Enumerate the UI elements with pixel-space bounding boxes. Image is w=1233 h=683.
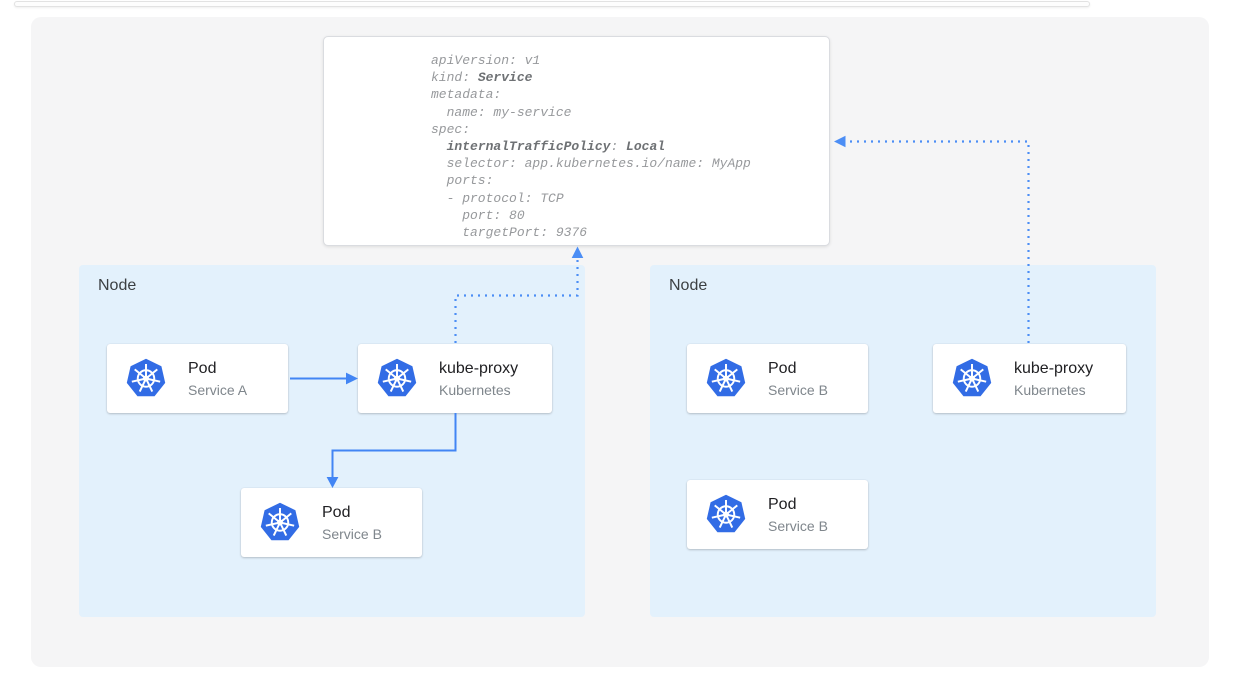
kubernetes-icon [259,501,301,542]
kubernetes-icon [705,493,747,534]
card-title: Pod [768,359,797,377]
service-yaml-box: apiVersion: v1 kind: Service metadata: n… [323,36,830,246]
card-title: Pod [188,359,217,377]
kubernetes-icon [951,357,993,398]
yaml-line: ports: [431,173,494,189]
yaml-line: spec: [431,121,471,137]
kubernetes-icon [705,357,747,398]
yaml-line-internal-traffic-policy: internalTrafficPolicy: Local [446,139,666,155]
card-pod-service-b-right-bottom: Pod Service B [687,480,868,549]
card-title: Pod [322,503,351,521]
card-pod-service-b-left: Pod Service B [241,488,422,557]
card-subtitle: Service A [188,381,248,398]
card-title: kube-proxy [1014,359,1094,377]
yaml-line: targetPort: 9376 [431,225,588,241]
yaml-line: name: my-service [431,104,572,120]
card-subtitle: Kubernetes [439,381,511,398]
yaml-line: selector: app.kubernetes.io/name: MyApp [431,156,751,172]
card-subtitle: Service B [768,517,828,534]
card-kube-proxy-left: kube-proxy Kubernetes [358,344,552,413]
node-right: Node [650,265,1156,617]
card-pod-service-b-right-top: Pod Service B [687,344,868,413]
yaml-line: apiVersion: v1 [431,53,541,68]
card-title: kube-proxy [439,359,519,377]
card-subtitle: Kubernetes [1014,381,1086,398]
yaml-line: kind: Service [431,70,533,86]
node-label: Node [98,277,137,294]
card-subtitle: Service B [322,525,382,542]
node-left: Node [79,265,585,617]
card-pod-service-a: Pod Service A [107,344,288,413]
card-subtitle: Service B [768,381,828,398]
kubernetes-icon [125,357,167,398]
kubernetes-icon [376,357,418,398]
yaml-line: port: 80 [431,207,525,223]
yaml-line: metadata: [431,87,502,103]
node-label: Node [669,277,708,294]
yaml-line: - protocol: TCP [431,190,564,206]
top-page-rule [14,1,1090,7]
card-title: Pod [768,495,797,513]
card-kube-proxy-right: kube-proxy Kubernetes [933,344,1126,413]
